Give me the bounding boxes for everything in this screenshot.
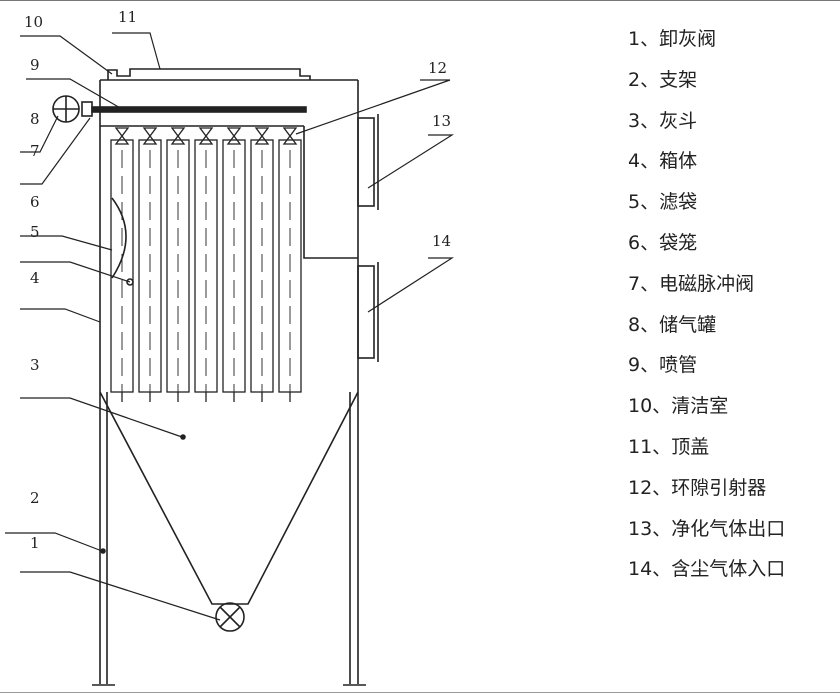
legend-text: 灰斗 (659, 109, 698, 132)
callout-8: 8 (30, 110, 40, 128)
callout-4: 4 (30, 269, 40, 287)
legend-text: 电磁脉冲阀 (659, 272, 755, 295)
legend-number: 5、 (628, 191, 660, 214)
legend-item: 7、电磁脉冲阀 (628, 269, 785, 310)
leader-line-4 (20, 308, 101, 323)
dusty-gas-inlet (357, 265, 375, 359)
leader-line-12 (295, 79, 451, 135)
legend-number: 6、 (628, 231, 660, 254)
legend-number: 13、 (628, 517, 672, 540)
legend-number: 10、 (628, 395, 672, 418)
callout-10: 10 (24, 13, 43, 31)
leader-line-2 (5, 532, 103, 552)
callout-13: 13 (432, 112, 451, 130)
callout-2: 2 (30, 489, 40, 507)
venturi-injector (226, 127, 242, 145)
legend-number: 8、 (628, 313, 660, 336)
leader-line-5 (20, 235, 113, 251)
venturi-injector (198, 127, 214, 145)
top-cover (107, 68, 311, 80)
legend-number: 11、 (628, 435, 672, 458)
legend-number: 1、 (628, 28, 660, 50)
legend-text: 环隙引射器 (671, 476, 767, 499)
legend-text: 顶盖 (671, 435, 710, 458)
legend-text: 支架 (659, 68, 698, 91)
leader-lines (5, 32, 455, 621)
pulse-valve (81, 101, 93, 117)
leader-line-8 (20, 115, 59, 153)
legend-text: 箱体 (659, 150, 698, 173)
callout-1: 1 (30, 534, 40, 552)
callout-9: 9 (30, 56, 40, 74)
venturi-injector (170, 127, 186, 145)
legend-text: 袋笼 (659, 231, 698, 254)
venturi-injector (142, 127, 158, 145)
discharge-valve-x2 (219, 606, 241, 628)
legend-text: 净化气体出口 (671, 517, 786, 540)
callout-6: 6 (30, 193, 40, 211)
legend-item: 6、袋笼 (628, 228, 785, 269)
legend-item: 13、净化气体出口 (628, 514, 785, 555)
leader-line-6 (20, 261, 131, 283)
legend-item: 10、清洁室 (628, 391, 785, 432)
legend-item: 14、含尘气体入口 (628, 554, 785, 595)
leader-line-1 (20, 571, 221, 621)
top-border (0, 0, 840, 1)
legend-item: 1、卸灰阀 (628, 24, 785, 65)
legend-number: 2、 (628, 68, 660, 91)
legend-item: 11、顶盖 (628, 432, 785, 473)
callout-14: 14 (432, 232, 451, 250)
leader-line-9 (26, 78, 123, 110)
clean-chamber-divider (303, 126, 358, 259)
callout-5: 5 (30, 223, 40, 241)
leader-line-14 (367, 257, 455, 313)
venturi-injector (282, 127, 298, 145)
bag-arc (111, 197, 127, 279)
callout-3: 3 (30, 356, 40, 374)
clean-gas-outlet (357, 117, 375, 207)
legend-number: 4、 (628, 150, 660, 173)
leader-line-10 (20, 35, 113, 75)
callout-12: 12 (428, 59, 447, 77)
venturi-injector (254, 127, 270, 145)
legend-number: 12、 (628, 476, 672, 499)
ash-hopper (99, 391, 359, 605)
legend-number: 3、 (628, 109, 660, 132)
leader-line-3 (20, 397, 183, 438)
legend-text: 清洁室 (671, 395, 729, 418)
leader-line-11 (112, 32, 161, 70)
legend-number: 9、 (628, 354, 660, 377)
callout-11: 11 (118, 8, 137, 26)
legend-number: 14、 (628, 558, 672, 581)
leader-line-13 (367, 134, 455, 189)
legend-text: 含尘气体入口 (671, 558, 786, 581)
collector-body (52, 68, 379, 686)
discharge-valve (215, 602, 245, 632)
blow-pipe (91, 106, 307, 113)
venturi-injector (114, 127, 130, 145)
legend-item: 4、箱体 (628, 146, 785, 187)
callout-7: 7 (30, 142, 40, 160)
legend-item: 3、灰斗 (628, 106, 785, 147)
legend-number: 7、 (628, 272, 660, 295)
filter-bag-group (110, 127, 302, 402)
legend-item: 8、储气罐 (628, 310, 785, 351)
leader-line-7 (20, 117, 91, 185)
legend-item: 9、喷管 (628, 350, 785, 391)
legend-text: 滤袋 (659, 191, 698, 214)
legend-item: 2、支架 (628, 65, 785, 106)
legend-item: 5、滤袋 (628, 187, 785, 228)
legend-text: 喷管 (659, 354, 698, 377)
legend-text: 储气罐 (659, 313, 717, 336)
legend-text: 卸灰阀 (659, 28, 717, 50)
bottom-border (0, 692, 840, 693)
legend-item: 12、环隙引射器 (628, 473, 785, 514)
